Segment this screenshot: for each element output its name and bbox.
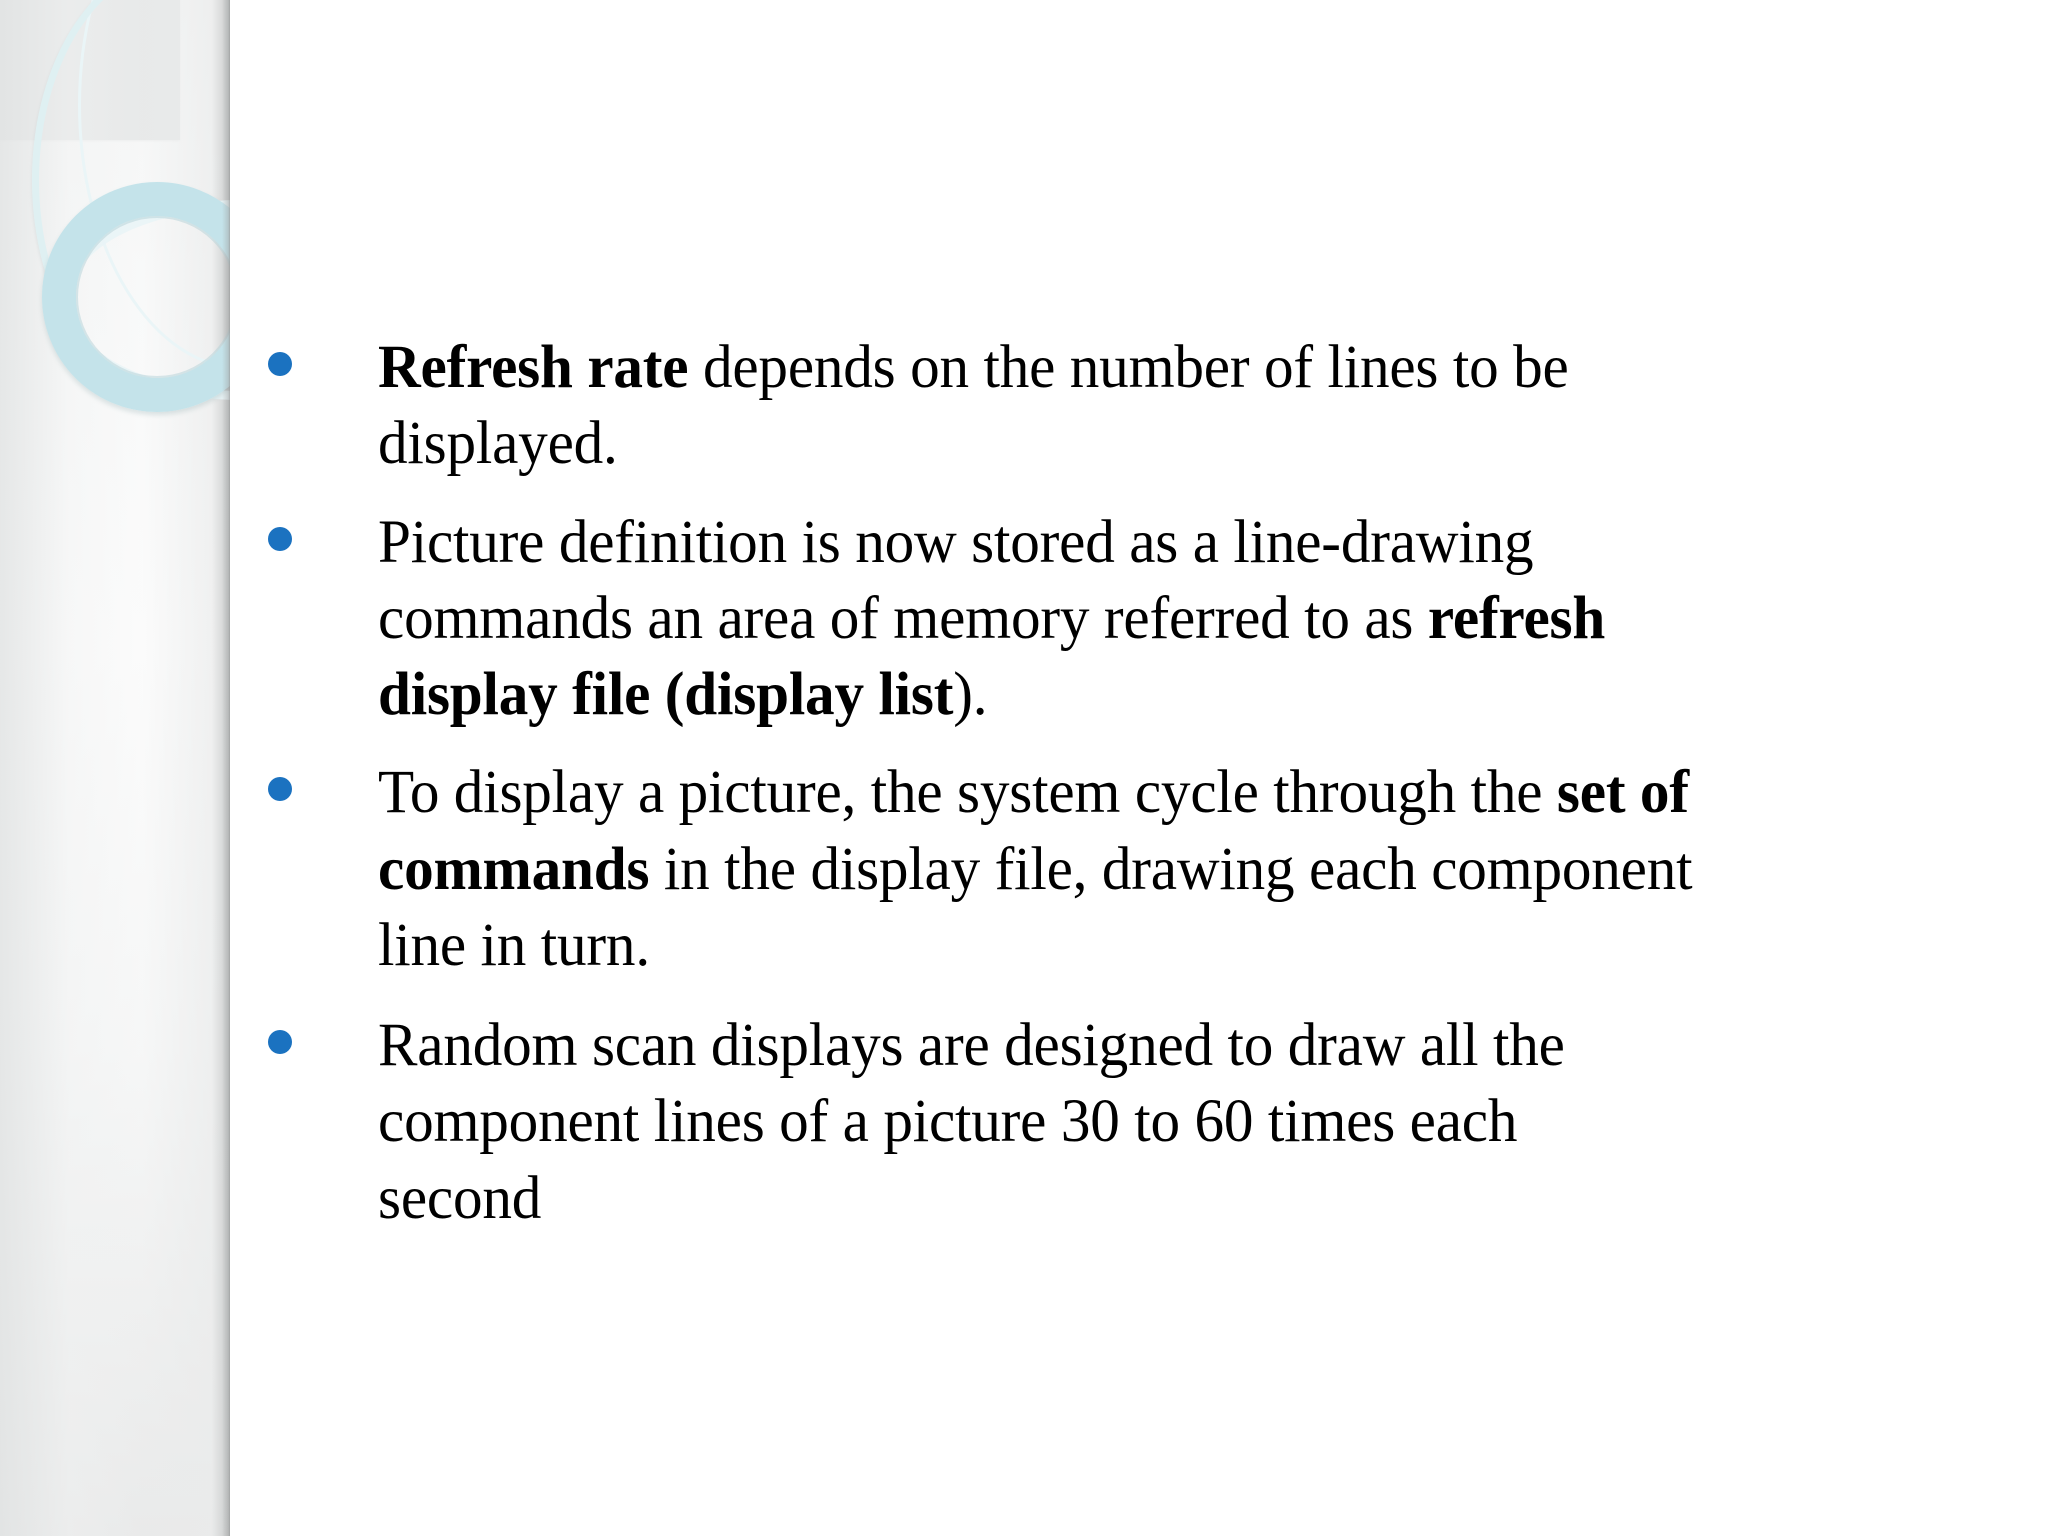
bullet-text-display-picture: To display a picture, the system cycle t… — [378, 759, 1693, 979]
decor-thick-circle-icon — [42, 182, 230, 412]
bullet-marker-cell — [250, 505, 378, 551]
bullet-text-random-scan: Random scan displays are designed to dra… — [378, 1012, 1565, 1232]
bullet-marker-cell — [250, 1008, 378, 1054]
list-item: Random scan displays are designed to dra… — [250, 1008, 1950, 1237]
list-item: Refresh rate depends on the number of li… — [250, 330, 1950, 483]
list-item: To display a picture, the system cycle t… — [250, 755, 1950, 984]
bullet-marker-cell — [250, 755, 378, 802]
slide-side-decoration-band — [0, 0, 230, 1536]
bullet-dot-icon — [268, 352, 292, 376]
bullet-marker-cell — [250, 330, 378, 376]
bullet-text-refresh-rate: Refresh rate depends on the number of li… — [378, 334, 1569, 478]
list-item: Picture definition is now stored as a li… — [250, 505, 1950, 734]
decor-circle-inner-edge-icon — [76, 216, 230, 378]
bullet-dot-icon — [268, 777, 292, 802]
bullet-dot-icon — [268, 1030, 292, 1054]
bullet-list: Refresh rate depends on the number of li… — [250, 330, 1950, 1255]
slide-content-area: Refresh rate depends on the number of li… — [230, 0, 2048, 1536]
bullet-text-picture-definition: Picture definition is now stored as a li… — [378, 508, 1606, 729]
bullet-dot-icon — [268, 526, 292, 551]
